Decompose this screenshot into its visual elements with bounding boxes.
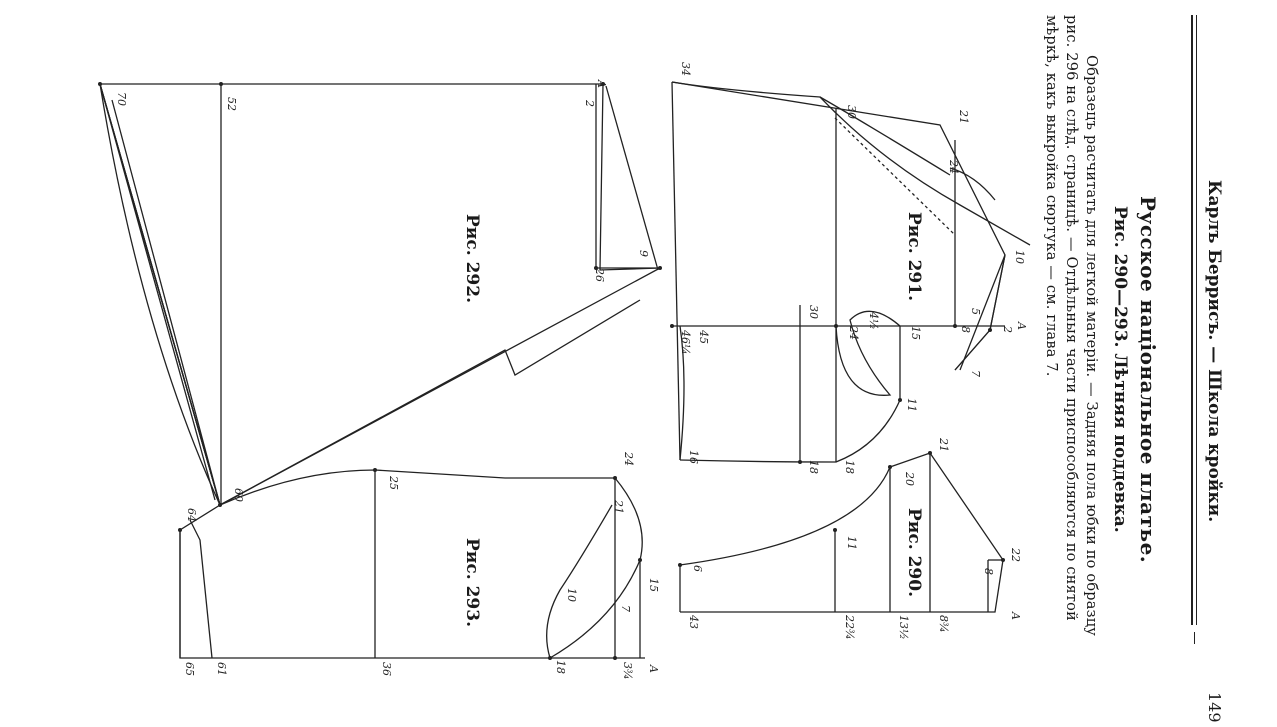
fig291-pt-16: 16 [687, 450, 700, 464]
fig293-pt-A: A [647, 664, 660, 673]
fig291-pt-5: 5 [969, 308, 982, 315]
fig293-pt-64: 64 [185, 508, 198, 522]
fig293-pt-25: 25 [387, 475, 400, 490]
fig293-pt-21: 21 [612, 499, 625, 514]
fig290-pt-20: 20 [903, 471, 916, 486]
fig291-pt-46: 46¼ [679, 329, 692, 355]
fig291-pt-18: 18 [843, 460, 856, 474]
point-labels: A 2 9 26 52 70 60 A 3¾ 7 15 24 21 10 18 … [115, 62, 1028, 680]
fig292-pt-52: 52 [225, 97, 238, 111]
fig292-pt-60: 60 [232, 488, 245, 502]
fig293-pt-10: 10 [565, 588, 578, 602]
fig291-pt-2: 2 [1001, 325, 1014, 333]
fig291-pt-7: 7 [969, 370, 982, 377]
fig292-pt-2: 2 [583, 99, 596, 107]
header-rule-thick [1191, 15, 1193, 625]
fig291-drawing [671, 81, 1031, 463]
fig291-pt-24b: 24 [947, 159, 960, 174]
fig293-pt-61: 61 [215, 662, 228, 676]
fig292-pt-26: 26 [593, 267, 606, 282]
fig292-drawing [99, 83, 661, 506]
fig290-pt-A: A [1009, 611, 1022, 620]
fig291-pt-8: 8 [959, 326, 972, 333]
fig291-pt-30b: 30 [845, 105, 858, 119]
fig293-pt-65: 65 [183, 662, 196, 676]
fig291-pt-15: 15 [909, 326, 922, 340]
fig291-pt-18b: 18 [807, 460, 820, 474]
fig291-pt-21: 21 [957, 109, 970, 124]
fig290-pt-8: 8 [982, 568, 995, 575]
pattern-points [98, 82, 1005, 660]
fig290-pt-6: 6 [691, 565, 704, 572]
fig293-pt-15: 15 [647, 578, 660, 592]
fig290-pt-22q: 22¾ [843, 614, 856, 640]
fig291-pt-45: 45 [697, 329, 710, 344]
fig290-pt-11: 11 [845, 536, 858, 550]
fig291-pt-4h: 4½ [867, 311, 880, 330]
fig291-pt-A: A [1015, 321, 1028, 330]
fig291-pt-24: 24 [847, 325, 860, 340]
fig292-pt-70: 70 [115, 92, 128, 106]
fig292-pt-9: 9 [637, 250, 650, 257]
fig293-pt-24: 24 [622, 451, 635, 466]
fig290-pt-8q: 8¾ [937, 615, 950, 633]
fig292-pt-A: A [595, 79, 608, 88]
fig290-pt-21: 21 [937, 437, 950, 452]
fig290-pt-43: 43 [687, 614, 700, 629]
fig293-pt-36: 36 [380, 662, 393, 676]
header-rule-thin [1196, 15, 1197, 625]
fig290-pt-13: 13½ [897, 615, 910, 640]
fig291-pt-11: 11 [905, 398, 918, 412]
fig291-pt-34: 34 [679, 62, 692, 76]
fig293-drawing [179, 469, 645, 659]
fig291-pt-30a: 30 [807, 305, 820, 319]
fig291-pt-10: 10 [1013, 250, 1026, 264]
fig293-pt-18: 18 [554, 660, 567, 674]
fig290-drawing [679, 452, 1004, 613]
fig290-pt-22: 22 [1009, 547, 1022, 562]
fig293-pt-7: 7 [619, 605, 632, 612]
header-rule-short [1194, 632, 1195, 644]
fig293-pt-3: 3¾ [621, 662, 634, 680]
